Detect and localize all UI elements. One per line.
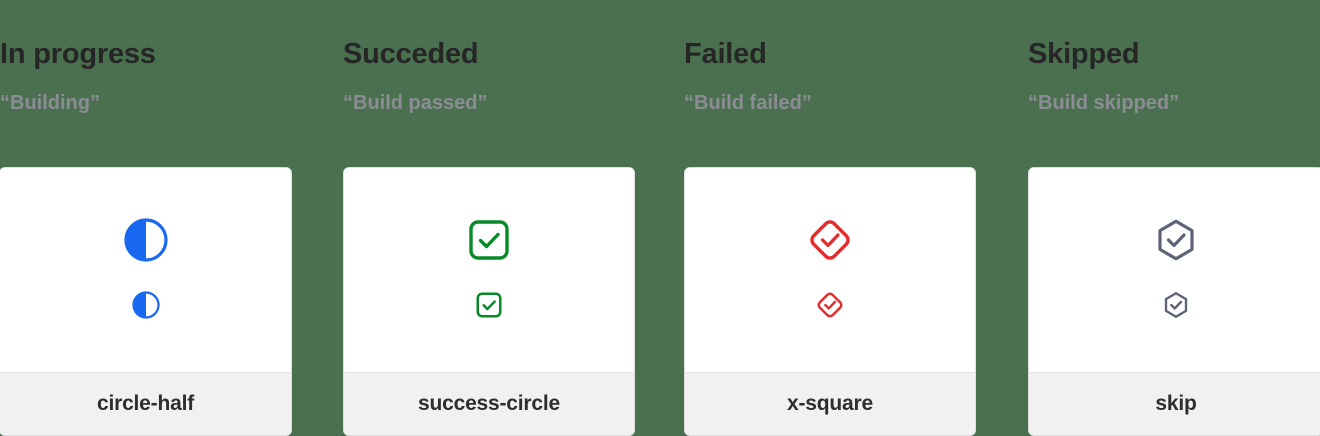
icon-name-label: x-square [787,392,873,415]
status-column-in-progress: In progress “Building” circle- [0,0,340,436]
success-circle-icon-small [474,290,504,320]
icon-card-footer: skip [1029,372,1320,435]
x-square-icon-small [815,290,845,320]
icon-card-footer: success-circle [344,372,634,435]
icon-card-success-circle[interactable]: success-circle [343,167,635,436]
column-subtitle: “Build passed” [343,92,488,114]
status-column-succeded: Succeded “Build passed” succes [340,0,680,436]
icon-card-body [685,168,975,372]
status-column-skipped: Skipped “Build skipped” skip [1020,0,1320,436]
column-title: In progress [0,38,156,70]
column-title: Skipped [1028,38,1140,70]
x-square-icon [806,216,854,264]
circle-half-icon [122,216,170,264]
column-subtitle: “Building” [0,92,100,114]
column-title: Failed [684,38,767,70]
icon-name-label: success-circle [418,392,560,415]
icon-card-skip[interactable]: skip [1028,167,1320,436]
column-subtitle: “Build skipped” [1028,92,1180,114]
column-subtitle: “Build failed” [684,92,812,114]
circle-half-icon-small [131,290,161,320]
icon-name-label: skip [1155,392,1197,415]
skip-icon [1152,216,1200,264]
icon-card-footer: circle-half [0,372,291,435]
success-circle-icon [465,216,513,264]
icon-card-footer: x-square [685,372,975,435]
icon-card-circle-half[interactable]: circle-half [0,167,292,436]
status-column-failed: Failed “Build failed” [680,0,1020,436]
icon-card-body [344,168,634,372]
skip-icon-small [1161,290,1191,320]
column-title: Succeded [343,38,479,70]
icon-card-x-square[interactable]: x-square [684,167,976,436]
icon-card-body [1029,168,1320,372]
icon-name-label: circle-half [96,392,194,415]
icon-card-body [0,168,291,372]
